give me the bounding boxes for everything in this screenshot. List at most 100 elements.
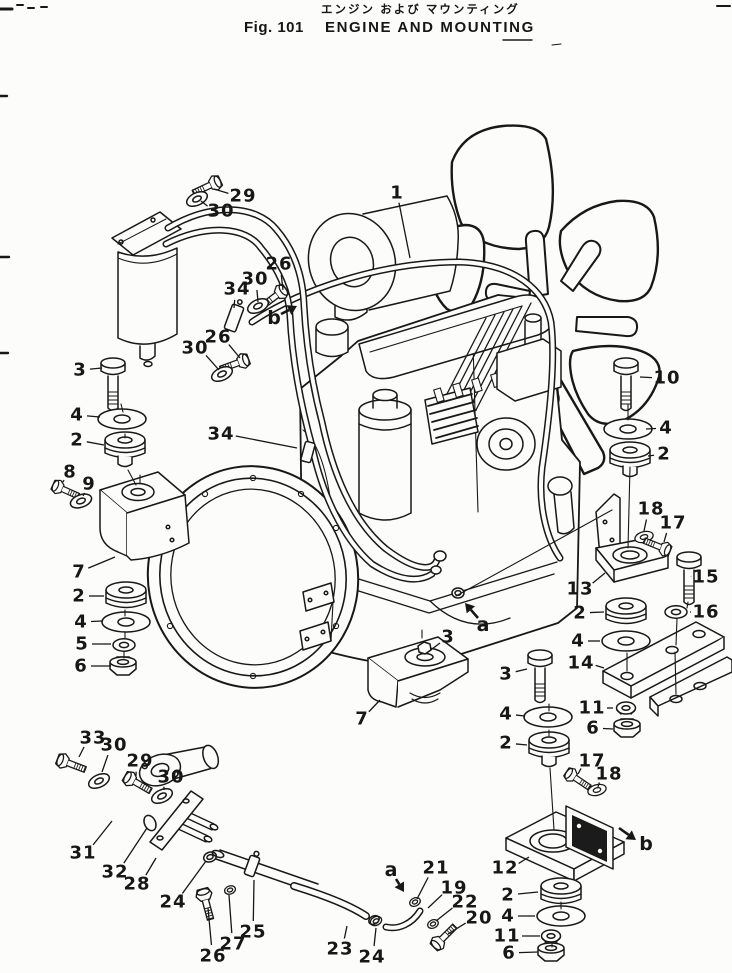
callout-21: 21	[422, 858, 449, 879]
leader-line	[427, 894, 443, 909]
callout-29: 29	[126, 751, 153, 772]
leader-line	[517, 891, 539, 895]
washer-4	[603, 418, 653, 440]
front-mount-boss	[315, 318, 349, 358]
callout-4: 4	[501, 906, 515, 927]
leader-line	[90, 620, 103, 623]
callout-30: 30	[181, 338, 208, 359]
callout-4: 4	[571, 631, 585, 652]
front-mount-bracket-7	[99, 471, 190, 561]
callout-34: 34	[207, 424, 234, 445]
page-title: ENGINE AND MOUNTING	[325, 19, 535, 36]
callout-7: 7	[355, 709, 369, 730]
nut-6	[613, 718, 641, 738]
leader-line	[577, 768, 582, 775]
leader-line	[643, 519, 648, 532]
callout-2: 2	[501, 885, 515, 906]
washer-24	[201, 849, 219, 865]
callout-30: 30	[207, 201, 234, 222]
nut-11	[540, 929, 562, 943]
washer-4	[101, 611, 151, 633]
bolt-3	[527, 649, 553, 704]
callout-2: 2	[573, 603, 587, 624]
view-arrow-shaft	[394, 878, 401, 886]
callout-11: 11	[578, 698, 605, 719]
pipe-clamp-34	[223, 299, 245, 333]
bolt-26	[193, 886, 220, 923]
leader-line	[256, 289, 259, 303]
hose-23	[290, 882, 380, 926]
drain-fitting	[451, 587, 465, 599]
callout-26: 26	[199, 946, 226, 967]
leader-line	[368, 699, 381, 713]
o-ring-32	[143, 814, 157, 832]
callout-11: 11	[493, 926, 520, 947]
callout-30: 30	[100, 735, 127, 756]
ring-21	[407, 895, 423, 909]
callout-2: 2	[657, 444, 671, 465]
leader-line	[101, 754, 109, 773]
callout-4: 4	[659, 418, 673, 439]
leader-line	[200, 200, 208, 207]
leader-line	[597, 782, 600, 788]
nut-11	[615, 701, 637, 715]
callout-20: 20	[465, 908, 492, 929]
leader-line	[233, 299, 236, 309]
cushion-2	[105, 581, 147, 609]
washer-4	[601, 630, 651, 652]
leader-line	[145, 857, 157, 876]
leader-line	[123, 827, 148, 864]
engine-block	[299, 195, 581, 667]
callout-30: 30	[241, 269, 268, 290]
callout-9: 9	[82, 474, 96, 495]
callout-22: 22	[451, 892, 478, 913]
view-letter-b: b	[267, 307, 281, 329]
leader-line	[518, 856, 530, 864]
leader-line	[213, 188, 229, 195]
bent-tube-19	[382, 907, 424, 932]
leader-line	[343, 925, 348, 939]
view-arrow-shaft	[280, 308, 290, 316]
callout-23: 23	[326, 939, 353, 960]
leader-line	[515, 668, 528, 673]
filter-head	[111, 211, 182, 256]
mount-parts	[99, 471, 732, 932]
callout-29: 29	[229, 186, 256, 207]
leader-line	[92, 820, 113, 846]
flywheel-housing	[146, 465, 360, 689]
axis-lines	[120, 403, 689, 948]
adapter-plate-28	[149, 790, 219, 851]
callout-1: 1	[390, 183, 404, 204]
view-arrow-head	[465, 603, 476, 614]
view-arrow-head	[625, 830, 636, 840]
callout-31: 31	[69, 843, 96, 864]
callout-3: 3	[73, 360, 87, 381]
leader-line	[602, 727, 614, 730]
callout-18: 18	[595, 764, 622, 785]
washer-30	[183, 187, 211, 211]
callout-16: 16	[692, 602, 719, 623]
page-marks	[0, 4, 731, 355]
cushion-2	[540, 877, 582, 905]
leader-line	[228, 344, 241, 359]
fan-blade	[568, 344, 661, 425]
leader-line	[595, 664, 605, 669]
injection-lines	[430, 302, 532, 426]
leader-line	[86, 415, 101, 418]
leader-line	[235, 435, 298, 449]
leader-line	[207, 907, 213, 946]
callout-32: 32	[101, 862, 128, 883]
callout-4: 4	[499, 704, 513, 725]
view-arrow-shaft	[618, 826, 630, 836]
callout-24: 24	[159, 892, 186, 913]
nut-6	[537, 942, 565, 962]
leader-line	[427, 642, 441, 653]
housing-mount-pads	[299, 582, 335, 651]
leader-line	[78, 746, 85, 758]
leader-line	[228, 894, 233, 934]
crank-pulley	[476, 417, 536, 471]
leader-line	[89, 367, 103, 370]
washer-4	[523, 706, 573, 728]
